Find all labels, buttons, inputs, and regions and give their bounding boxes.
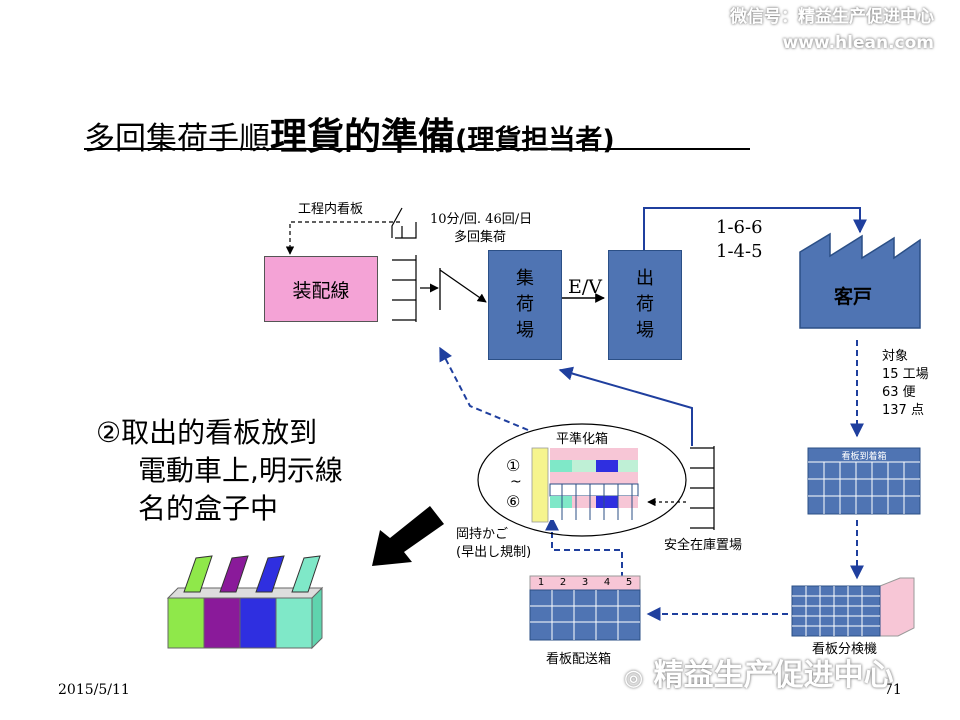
safety-stock-shelf bbox=[690, 446, 715, 530]
circle-1-label: ① bbox=[506, 456, 521, 475]
big-down-left-arrow bbox=[372, 506, 444, 566]
kanban-arrival-label: 看板到着箱 bbox=[841, 452, 887, 462]
leveling-box-label: 平準化箱 bbox=[556, 432, 609, 447]
circle-6-label: ⑥ bbox=[506, 492, 521, 511]
watermark-top: 微信号：精益生产促进中心 www.hlean.com bbox=[730, 4, 934, 56]
title-underline bbox=[84, 148, 750, 150]
assembly-line-box: 装配線 bbox=[264, 256, 378, 322]
sorter-label: 看板分検機 bbox=[812, 642, 878, 657]
tilde-label: ~ bbox=[510, 474, 522, 490]
safety-stock-label: 安全在庫置場 bbox=[664, 538, 743, 553]
shipping-area-box: 出 荷 場 bbox=[608, 250, 682, 360]
delivery-box-number: 1 bbox=[537, 577, 545, 588]
delivery-box-number: 5 bbox=[625, 577, 633, 588]
target-title: 対象 bbox=[882, 349, 909, 364]
delivery-box-number: 4 bbox=[603, 577, 611, 588]
target-factories: 15 工場 bbox=[882, 367, 929, 382]
sorter-machine bbox=[791, 577, 915, 637]
target-points: 137 点 bbox=[882, 403, 924, 418]
title-part2: 理貨的準備 bbox=[270, 115, 455, 158]
step-line1: ②取出的看板放到 bbox=[96, 416, 318, 449]
kanban-post-icon bbox=[391, 207, 417, 239]
shipping-area-label: 出 荷 場 bbox=[636, 268, 654, 341]
delivery-box-grid bbox=[529, 575, 641, 641]
route-boxes bbox=[166, 555, 324, 650]
customer-label: 客戸 bbox=[834, 286, 873, 308]
hand-basket-line1: 岡持かご bbox=[456, 527, 509, 542]
target-info: 対象 15 工場 63 便 137 点 bbox=[882, 348, 929, 420]
route-code-2: 1-4-5 bbox=[716, 241, 763, 262]
kanban-arrival-grid bbox=[807, 447, 921, 515]
wechat-icon: ◎ bbox=[624, 666, 644, 691]
assembly-line-label: 装配線 bbox=[292, 279, 350, 302]
customer-factory-icon bbox=[799, 232, 921, 329]
hand-basket-label: 岡持かご (早出し規制) bbox=[456, 526, 531, 562]
delivery-box-label: 看板配送箱 bbox=[546, 652, 612, 667]
frequency-line2: 多回集荷 bbox=[454, 230, 507, 245]
kanban-dashed-arrow bbox=[285, 221, 400, 255]
delivery-box-numbers: 1 2 3 4 5 bbox=[530, 577, 640, 588]
watermark-bottom-text: 精益生产促进中心 bbox=[653, 658, 894, 693]
output-shelf bbox=[392, 255, 417, 322]
step-description: ②取出的看板放到 電動車上,明示線 名的盒子中 bbox=[96, 414, 343, 528]
kanban-label: 工程内看板 bbox=[298, 202, 364, 217]
page-title: 多回集荷手順理貨的準備(理貨担当者) bbox=[84, 106, 615, 160]
watermark-wechat: 微信号：精益生产促进中心 bbox=[730, 7, 934, 27]
ev-label: E/V bbox=[568, 276, 602, 298]
footer-date: 2015/5/11 bbox=[58, 682, 130, 698]
hand-basket-line2: (早出し規制) bbox=[456, 545, 532, 560]
frequency-line1: 10分/回. 46回/日 bbox=[430, 212, 533, 227]
route-codes: 1-6-6 1-4-5 bbox=[716, 216, 763, 264]
footer-page-number: 71 bbox=[884, 682, 902, 698]
title-part1: 多回集荷手順 bbox=[84, 121, 270, 157]
title-part3: (理貨担当者) bbox=[455, 125, 615, 156]
delivery-box-number: 2 bbox=[559, 577, 567, 588]
step-line2: 電動車上,明示線 bbox=[138, 454, 343, 487]
collection-area-label: 集 荷 場 bbox=[516, 268, 534, 341]
watermark-url: www.hlean.com bbox=[782, 33, 934, 53]
watermark-bottom: ◎ 精益生产促进中心 bbox=[624, 650, 894, 694]
ship-to-customer-arrow bbox=[643, 207, 867, 250]
target-trips: 63 便 bbox=[882, 385, 916, 400]
delivery-box-number: 3 bbox=[581, 577, 589, 588]
route-code-1: 1-6-6 bbox=[716, 217, 763, 238]
step-line3: 名的盒子中 bbox=[138, 492, 279, 525]
collection-area-box: 集 荷 場 bbox=[488, 250, 562, 360]
leveling-ellipse bbox=[477, 423, 687, 537]
